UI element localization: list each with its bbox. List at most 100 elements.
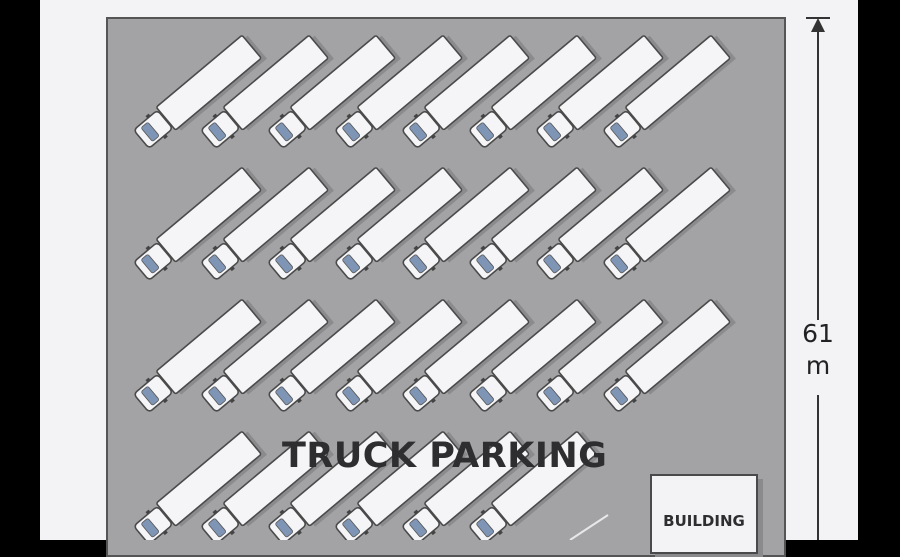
truck-mirror: [564, 266, 570, 272]
trucks-layer: [134, 35, 736, 540]
truck-mirror: [296, 134, 302, 140]
truck-mirror: [363, 398, 369, 404]
truck-mirror: [497, 398, 503, 404]
truck-mirror: [279, 377, 285, 383]
truck-mirror: [363, 530, 369, 536]
truck-trailer: [424, 167, 530, 263]
truck: [134, 299, 267, 412]
truck-mirror: [145, 377, 151, 383]
truck-windshield: [409, 254, 427, 274]
dimension-unit: m: [805, 351, 831, 380]
truck: [201, 35, 334, 148]
truck-windshield: [409, 518, 427, 538]
truck-trailer: [558, 35, 664, 131]
truck-mirror: [296, 530, 302, 536]
truck: [268, 431, 401, 540]
truck-mirror: [212, 509, 218, 515]
truck-windshield: [610, 254, 628, 274]
parking-line: [569, 514, 609, 540]
truck-mirror: [363, 134, 369, 140]
truck-trailer: [491, 167, 597, 263]
truck-windshield: [543, 254, 561, 274]
truck-mirror: [480, 509, 486, 515]
truck-mirror: [145, 245, 151, 251]
truck-trailer: [223, 167, 329, 263]
truck-windshield: [275, 254, 293, 274]
truck: [536, 299, 669, 412]
truck-trailer: [357, 299, 463, 395]
truck-windshield: [208, 518, 226, 538]
truck-mirror: [346, 113, 352, 119]
truck-windshield: [610, 386, 628, 406]
truck-trailer: [156, 299, 262, 395]
truck-windshield: [141, 518, 159, 538]
truck-mirror: [229, 266, 235, 272]
truck-mirror: [497, 266, 503, 272]
truck-mirror: [279, 245, 285, 251]
truck: [402, 167, 535, 280]
truck: [201, 299, 334, 412]
truck-trailer: [491, 299, 597, 395]
truck-mirror: [346, 377, 352, 383]
dimension-line: [817, 20, 819, 320]
truck: [201, 431, 334, 540]
truck-trailer: [424, 431, 530, 527]
truck-mirror: [145, 113, 151, 119]
truck-windshield: [610, 122, 628, 142]
truck-mirror: [564, 134, 570, 140]
truck-trailer: [290, 35, 396, 131]
truck-trailer: [491, 431, 597, 527]
truck-trailer: [290, 299, 396, 395]
truck-mirror: [631, 398, 637, 404]
truck: [469, 299, 602, 412]
truck: [335, 167, 468, 280]
truck-mirror: [229, 134, 235, 140]
truck-trailer: [156, 167, 262, 263]
truck-mirror: [413, 113, 419, 119]
truck-windshield: [342, 518, 360, 538]
truck: [268, 167, 401, 280]
truck-trailer: [625, 299, 731, 395]
truck-mirror: [162, 398, 168, 404]
truck-trailer: [290, 431, 396, 527]
truck-trailer: [491, 35, 597, 131]
truck-mirror: [430, 530, 436, 536]
truck-trailer: [156, 431, 262, 527]
truck-mirror: [547, 377, 553, 383]
truck: [603, 299, 736, 412]
truck-windshield: [476, 122, 494, 142]
truck-mirror: [162, 266, 168, 272]
truck: [402, 35, 535, 148]
truck-windshield: [476, 254, 494, 274]
truck-trailer: [357, 431, 463, 527]
building-label: BUILDING: [663, 512, 745, 530]
truck-windshield: [275, 386, 293, 406]
truck-windshield: [342, 254, 360, 274]
truck-mirror: [296, 398, 302, 404]
truck-mirror: [162, 134, 168, 140]
truck-mirror: [413, 509, 419, 515]
truck-trailer: [424, 35, 530, 131]
truck-trailer: [290, 167, 396, 263]
truck-windshield: [208, 254, 226, 274]
truck-mirror: [229, 398, 235, 404]
truck-mirror: [212, 245, 218, 251]
truck-windshield: [409, 386, 427, 406]
truck-mirror: [564, 398, 570, 404]
truck-mirror: [413, 245, 419, 251]
truck: [402, 431, 535, 540]
lot-title: TRUCK PARKING: [282, 436, 608, 476]
truck: [134, 167, 267, 280]
building: BUILDING: [650, 474, 758, 554]
truck: [603, 35, 736, 148]
truck-windshield: [208, 386, 226, 406]
truck-mirror: [346, 245, 352, 251]
truck-windshield: [275, 518, 293, 538]
truck-trailer: [223, 299, 329, 395]
truck-mirror: [497, 134, 503, 140]
truck-mirror: [279, 509, 285, 515]
truck: [335, 431, 468, 540]
truck-windshield: [342, 122, 360, 142]
truck-mirror: [480, 113, 486, 119]
